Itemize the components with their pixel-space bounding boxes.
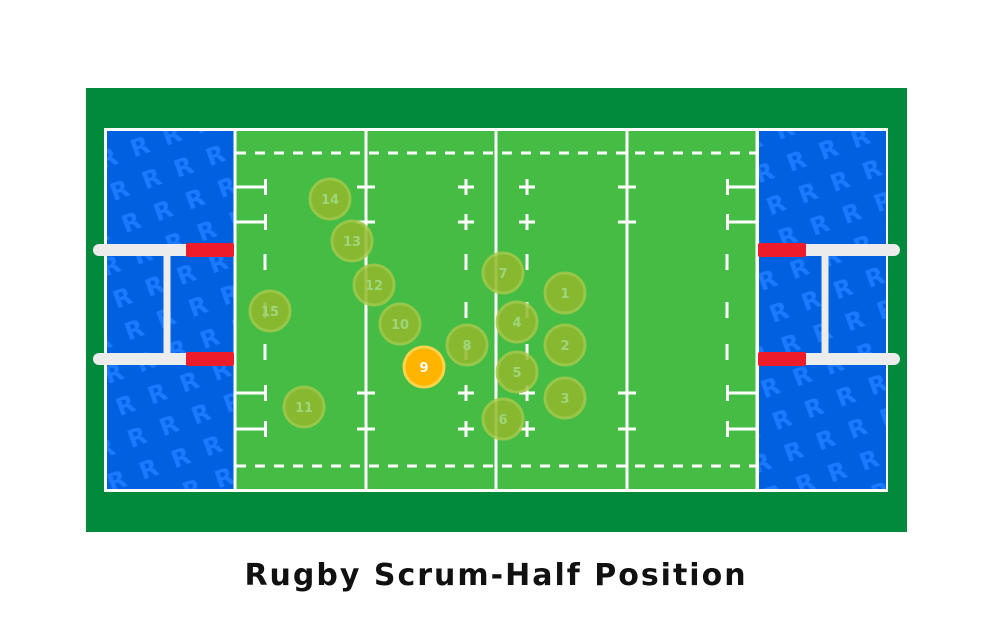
dashed-line-segment	[464, 254, 468, 270]
10m-cross-mark	[525, 421, 529, 437]
player-4: 4	[495, 300, 539, 344]
try-line-mark	[236, 427, 266, 431]
10m-cross-mark	[464, 421, 468, 437]
player-12: 12	[352, 263, 396, 307]
player-number: 3	[560, 392, 569, 407]
player-14: 14	[308, 177, 352, 221]
try-line-mark	[727, 427, 757, 431]
player-number: 9	[419, 361, 428, 376]
right-post-pad	[758, 243, 806, 257]
player-number: 10	[391, 318, 409, 333]
5m-mark	[264, 421, 267, 437]
player-15: 15	[248, 289, 292, 333]
dashed-line-segment	[725, 302, 729, 318]
dashed-line-segment	[525, 344, 529, 360]
10m-cross-mark	[525, 179, 529, 195]
5m-mark	[264, 179, 267, 195]
player-number: 12	[365, 279, 383, 294]
10m-cross-mark	[464, 214, 468, 230]
player-marker	[378, 302, 422, 346]
player-1: 1	[543, 271, 587, 315]
player-marker	[402, 345, 446, 389]
player-number: 11	[295, 401, 313, 416]
player-marker	[543, 376, 587, 420]
player-number: 6	[498, 413, 507, 428]
player-10: 10	[378, 302, 422, 346]
dashed-line-segment	[263, 344, 267, 360]
dashed-line-segment	[464, 302, 468, 318]
left-post-pad	[186, 352, 234, 366]
22m-mark	[618, 185, 636, 189]
player-marker	[543, 323, 587, 367]
player-marker	[481, 397, 525, 441]
player-8: 8	[445, 323, 489, 367]
player-number: 1	[560, 287, 569, 302]
player-3: 3	[543, 376, 587, 420]
22m-mark	[618, 391, 636, 395]
diagram-title: Rugby Scrum-Half Position	[244, 558, 748, 593]
player-2: 2	[543, 323, 587, 367]
player-marker	[282, 385, 326, 429]
left-22m-line	[364, 130, 368, 490]
try-line-mark	[236, 185, 266, 189]
player-marker	[308, 177, 352, 221]
10m-cross-mark	[464, 179, 468, 195]
player-7: 7	[481, 251, 525, 295]
player-11: 11	[282, 385, 326, 429]
dashed-line-segment	[725, 344, 729, 360]
try-line-mark	[727, 220, 757, 224]
player-number: 14	[321, 193, 339, 208]
player-marker	[543, 271, 587, 315]
22m-mark	[357, 427, 375, 431]
left-post-pad	[186, 243, 234, 257]
player-13: 13	[330, 219, 374, 263]
player-marker	[445, 323, 489, 367]
player-number: 8	[462, 339, 471, 354]
try-line-mark	[727, 391, 757, 395]
player-5: 5	[495, 350, 539, 394]
5m-mark	[726, 385, 729, 401]
player-number: 5	[512, 366, 521, 381]
dashed-line-segment	[725, 254, 729, 270]
player-marker	[495, 300, 539, 344]
5m-mark	[264, 385, 267, 401]
player-marker	[481, 251, 525, 295]
5m-mark	[726, 421, 729, 437]
22m-mark	[357, 391, 375, 395]
22m-mark	[357, 185, 375, 189]
right-post-pad	[758, 352, 806, 366]
player-marker	[352, 263, 396, 307]
5m-mark	[726, 179, 729, 195]
5m-mark	[264, 214, 267, 230]
10m-cross-mark	[525, 214, 529, 230]
10m-cross-mark	[525, 385, 529, 401]
dashed-line-segment	[525, 254, 529, 270]
player-number: 4	[512, 316, 521, 331]
player-number: 15	[261, 305, 279, 320]
left-try-line	[233, 130, 237, 490]
player-marker	[330, 219, 374, 263]
22m-mark	[357, 220, 375, 224]
player-number: 13	[343, 235, 361, 250]
right-try-line	[755, 130, 759, 490]
player-marker	[495, 350, 539, 394]
player-number: 2	[560, 339, 569, 354]
5m-mark	[726, 214, 729, 230]
10m-cross-mark	[464, 385, 468, 401]
player-6: 6	[481, 397, 525, 441]
try-line-mark	[727, 185, 757, 189]
22m-mark	[618, 220, 636, 224]
22m-mark	[618, 427, 636, 431]
player-9: 9	[402, 345, 446, 389]
player-number: 7	[498, 267, 507, 282]
try-line-mark	[236, 220, 266, 224]
right-22m-line	[625, 130, 629, 490]
player-marker	[248, 289, 292, 333]
try-line-mark	[236, 391, 266, 395]
left-crossbar	[163, 250, 171, 359]
right-crossbar	[821, 250, 829, 359]
halfway-line	[494, 130, 498, 490]
dashed-line-segment	[263, 254, 267, 270]
